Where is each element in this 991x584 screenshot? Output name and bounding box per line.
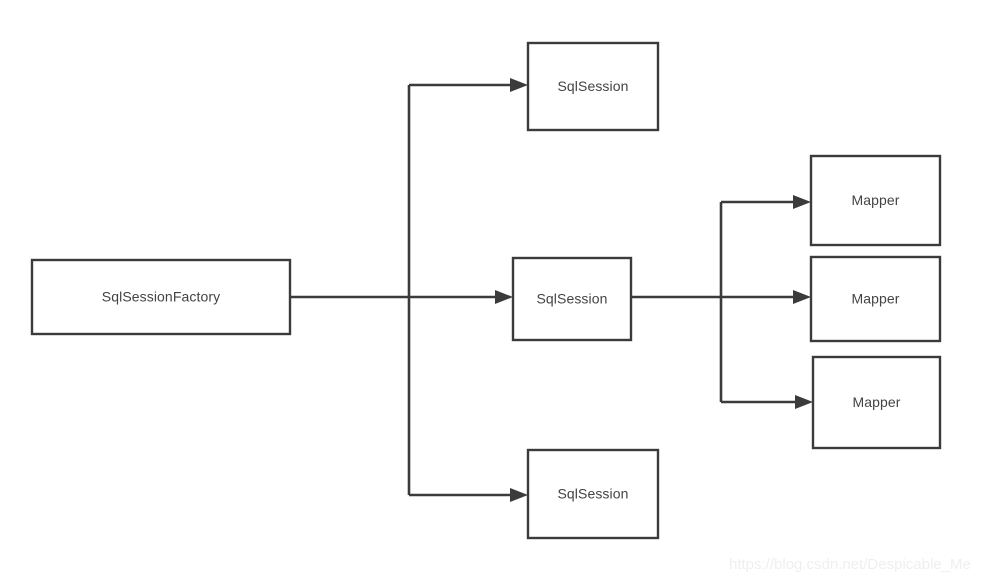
node-box[interactable] [811, 355, 942, 450]
node-label: SqlSessionFactory [102, 289, 220, 305]
node-label: SqlSession [557, 78, 628, 94]
node-label: Mapper [851, 291, 899, 307]
edge-layer [290, 78, 813, 502]
edge-trunk-to-sqlsession-bottom [409, 488, 528, 502]
watermark-layer: https://blog.csdn.net/Despicable_Me [729, 556, 971, 573]
arrowhead-icon [793, 195, 811, 209]
edge-trunk-to-sqlsession-mid [409, 290, 513, 304]
node-sqlsession-mid[interactable]: SqlSession [511, 256, 633, 342]
node-box[interactable] [809, 154, 942, 247]
arrowhead-icon [793, 290, 811, 304]
node-box[interactable] [526, 448, 660, 540]
node-box[interactable] [809, 255, 942, 343]
node-label: SqlSession [536, 291, 607, 307]
node-mapper-mid[interactable]: Mapper [809, 255, 942, 343]
arrowhead-icon [795, 395, 813, 409]
node-box[interactable] [511, 256, 633, 342]
arrowhead-icon [510, 78, 528, 92]
node-sqlsession-top[interactable]: SqlSession [526, 41, 660, 132]
node-mapper-bottom[interactable]: Mapper [811, 355, 942, 450]
edge-trunk-to-mapper-bottom [721, 395, 813, 409]
arrowhead-icon [510, 488, 528, 502]
arrowhead-icon [495, 290, 513, 304]
node-sqlsession-bottom[interactable]: SqlSession [526, 448, 660, 540]
edge-trunk-to-mapper-top [721, 195, 811, 209]
edge-trunk-to-mapper-mid [721, 290, 811, 304]
node-sqlsessionfactory[interactable]: SqlSessionFactory [30, 258, 292, 336]
node-label: SqlSession [557, 486, 628, 502]
node-label: Mapper [851, 192, 899, 208]
edge-trunk-to-sqlsession-top [409, 78, 528, 92]
node-box[interactable] [526, 41, 660, 132]
node-label: Mapper [852, 394, 900, 410]
node-mapper-top[interactable]: Mapper [809, 154, 942, 247]
watermark: https://blog.csdn.net/Despicable_Me [729, 556, 971, 573]
node-layer: SqlSessionFactorySqlSessionSqlSessionSql… [30, 41, 942, 540]
node-box[interactable] [30, 258, 292, 336]
